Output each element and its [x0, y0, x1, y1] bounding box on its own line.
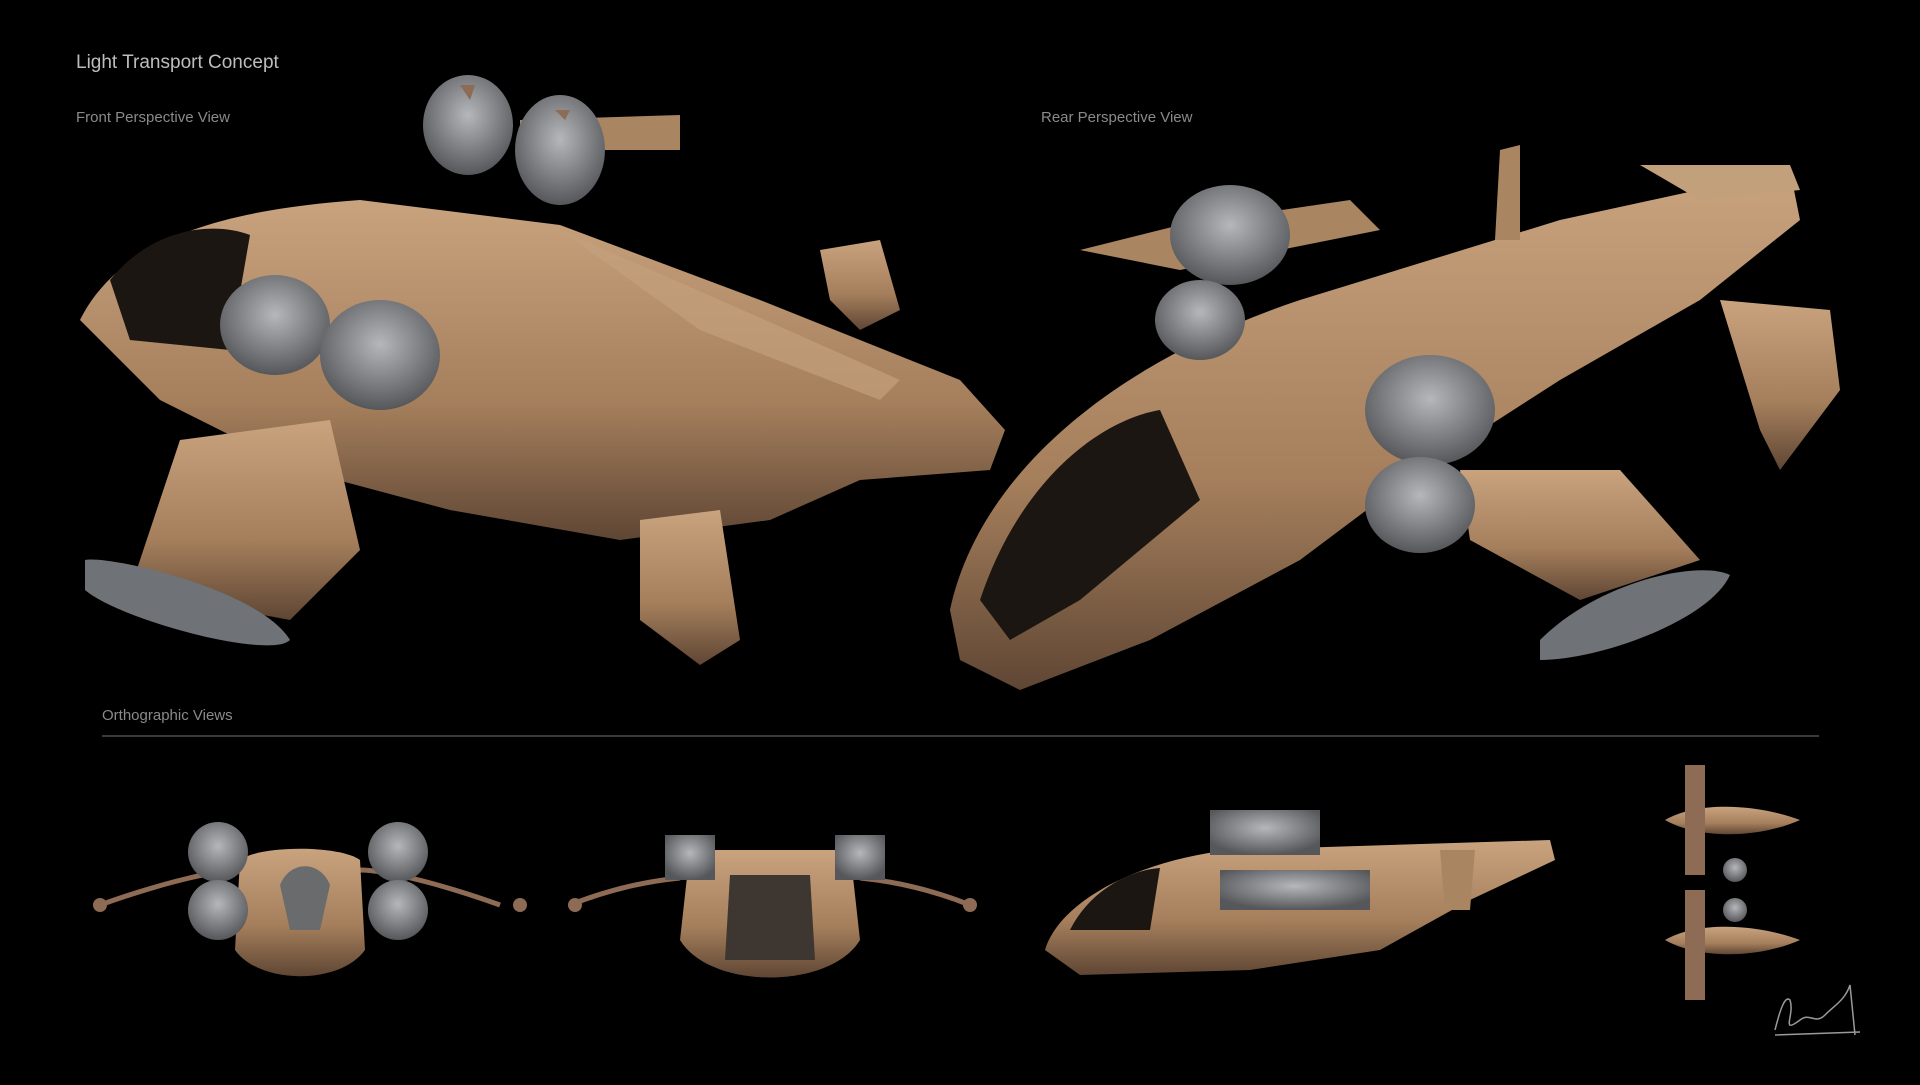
rear-perspective-ship [950, 145, 1840, 690]
sheet-title: Light Transport Concept [76, 52, 279, 73]
orthographic-rear-view [568, 835, 977, 978]
orthographic-top-view [1665, 765, 1800, 882]
rear-view-label: Rear Perspective View [1041, 109, 1193, 126]
orthographic-label: Orthographic Views [102, 707, 233, 724]
orthographic-front-view [93, 822, 527, 977]
orthographic-side-view [1045, 810, 1555, 975]
artist-signature [1774, 984, 1861, 1036]
front-view-label: Front Perspective View [76, 109, 230, 126]
section-divider [102, 735, 1819, 737]
orthographic-bottom-view [1665, 890, 1800, 1000]
front-perspective-ship [80, 75, 1005, 665]
